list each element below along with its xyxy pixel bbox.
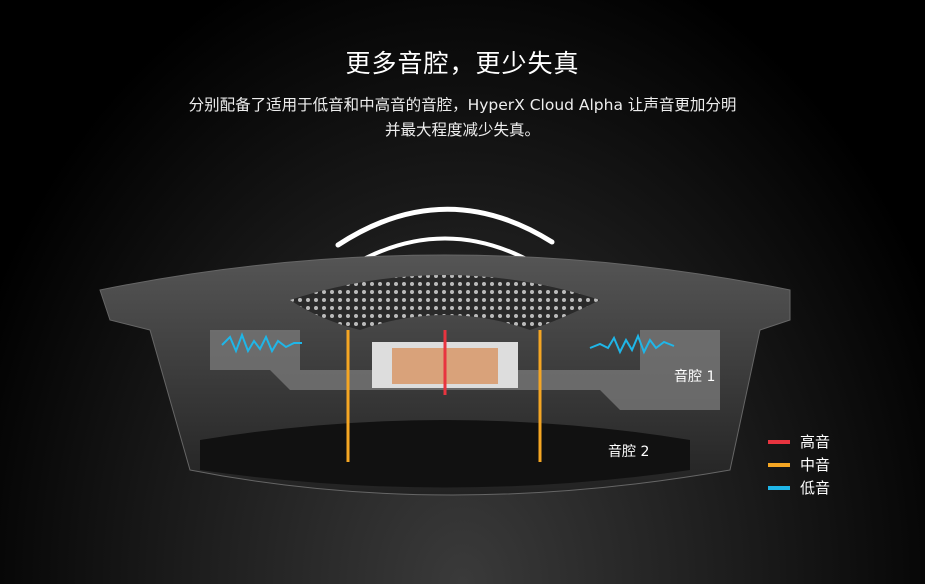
subtitle-line-1: 分别配备了适用于低音和中高音的音腔，HyperX Cloud Alpha 让声音… (188, 96, 737, 114)
bass-swatch-icon (768, 485, 790, 490)
bass-waves (221, 332, 675, 355)
mid-swatch-icon (768, 462, 790, 467)
legend-item-bass: 低音 (768, 476, 830, 499)
chamber-2-label: 音腔 2 (608, 444, 650, 460)
chamber-1-label: 音腔 1 (674, 369, 716, 385)
mid-arrows (346, 330, 542, 462)
legend-label: 高音 (800, 433, 831, 451)
legend-item-treble: 高音 (768, 430, 830, 453)
subtitle: 分别配备了适用于低音和中高音的音腔，HyperX Cloud Alpha 让声音… (0, 93, 925, 143)
legend-label: 低音 (800, 479, 831, 497)
legend-label: 中音 (800, 456, 831, 474)
legend: 高音 中音 低音 (768, 430, 830, 499)
treble-swatch-icon (768, 439, 790, 444)
page-title: 更多音腔，更少失真 (345, 49, 580, 78)
legend-item-mid: 中音 (768, 453, 830, 476)
subtitle-line-2: 并最大程度减少失真。 (384, 121, 540, 139)
